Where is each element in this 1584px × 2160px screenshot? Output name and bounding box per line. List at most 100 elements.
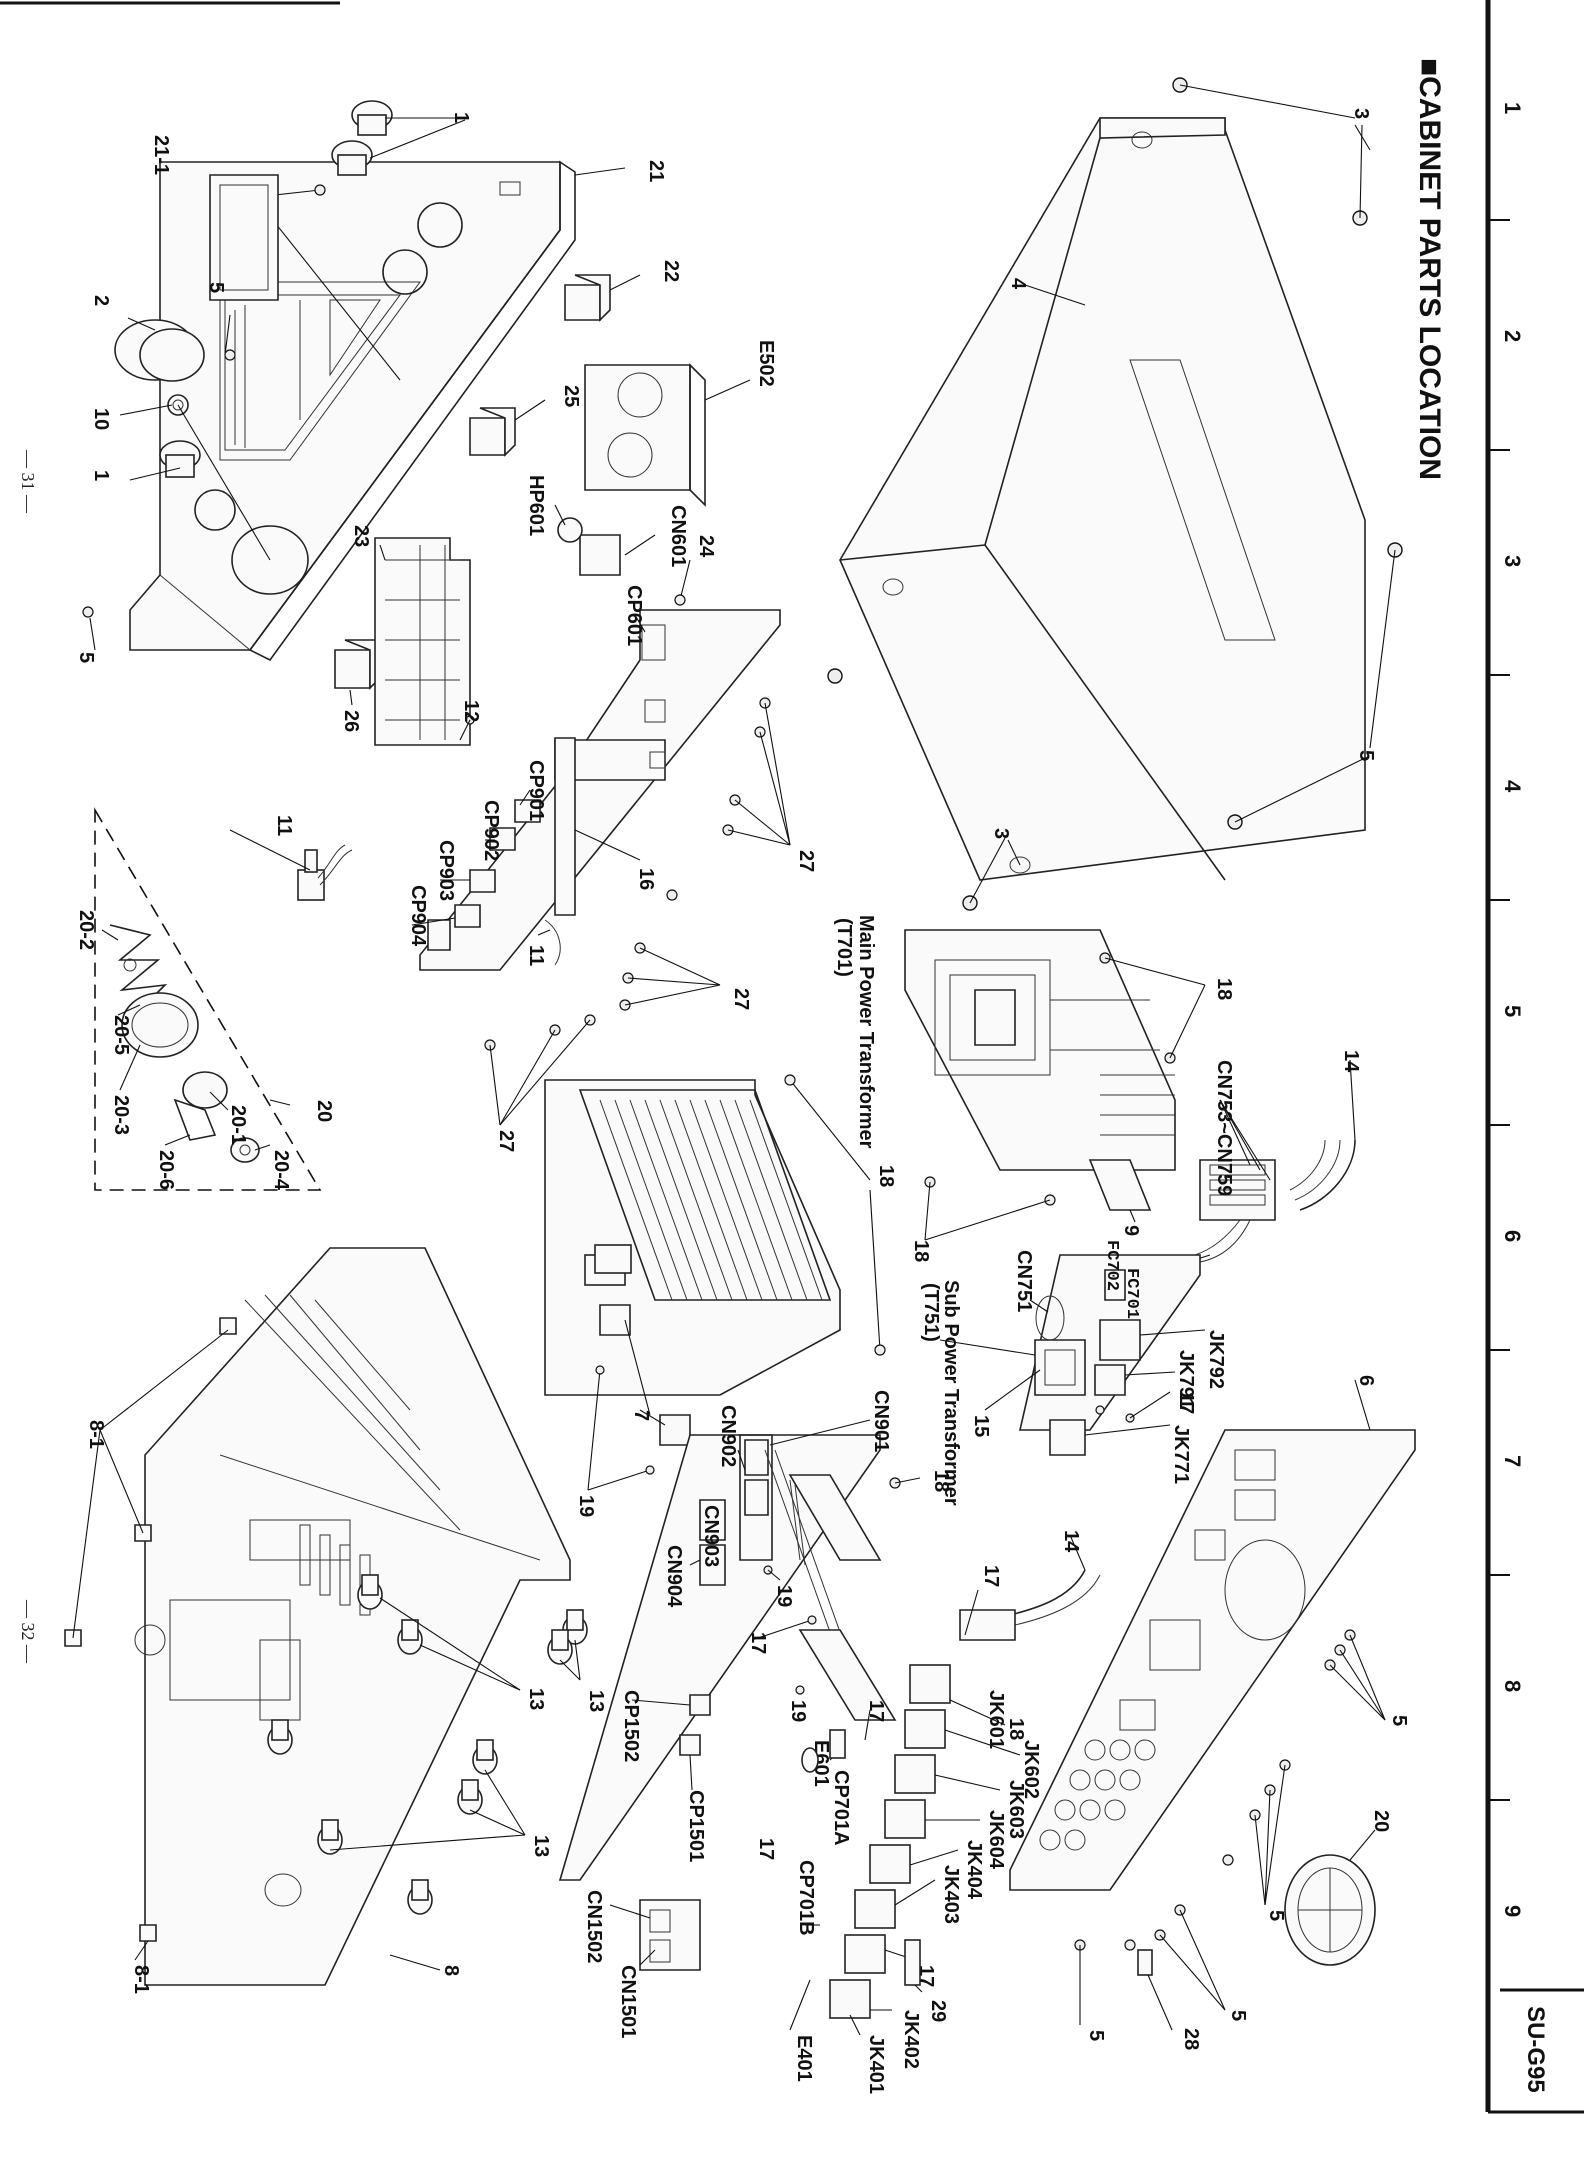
callout-3: 3 <box>990 828 1012 839</box>
callout-JK404: JK404 <box>963 1840 985 1900</box>
main-transformer <box>904 929 1176 1171</box>
part-e601 <box>801 1747 819 1773</box>
callout-E401: E401 <box>793 2035 815 2082</box>
callout-26: 26 <box>340 710 362 732</box>
grid-number-8: 8 <box>1500 1680 1525 1692</box>
callout-18: 18 <box>1005 1718 1027 1740</box>
callout-CP701A: CP701A <box>830 1770 852 1846</box>
callout-CN601: CN601 <box>667 505 689 567</box>
callout-CP901: CP901 <box>525 760 547 821</box>
callout-20-3: 20-3 <box>110 1095 132 1135</box>
callout-CN1501: CN1501 <box>617 1965 639 2038</box>
callout-JK771: JK771 <box>1170 1425 1192 1484</box>
grid-number-5: 5 <box>1500 1005 1525 1017</box>
callout-17: 17 <box>1175 1392 1197 1414</box>
callout-21-1: 21-1 <box>150 135 172 175</box>
callout-18: 18 <box>910 1240 932 1262</box>
bracket-29 <box>904 1939 921 1986</box>
callout-CP903: CP903 <box>435 840 457 901</box>
transformer-screws-18 <box>924 952 1206 1241</box>
callout-11: 11 <box>273 815 295 836</box>
grid-number-3: 3 <box>1500 555 1525 567</box>
ribbon-cable-upper <box>1194 1139 1356 1263</box>
callout-5: 5 <box>1265 1910 1287 1921</box>
sub-transformer-ref: (T751) <box>920 1283 942 1342</box>
callout-7: 7 <box>630 1410 652 1421</box>
input-pcb <box>558 1434 881 1881</box>
callout-20: 20 <box>1370 1810 1392 1832</box>
callout-CN902: CN902 <box>717 1405 739 1467</box>
fan-assembly-outline <box>94 807 322 1191</box>
main-transformer-label: Main Power Transformer <box>855 915 877 1149</box>
model-number: SU-G95 <box>1522 2006 1549 2093</box>
callout-18: 18 <box>875 1165 897 1187</box>
callout-17: 17 <box>980 1565 1002 1587</box>
callout-19: 19 <box>787 1700 809 1722</box>
small-parts-22-25-26 <box>334 274 611 690</box>
callout-17: 17 <box>747 1632 769 1654</box>
callout-2: 2 <box>90 295 112 306</box>
callout-FC701: FC701 <box>1122 1268 1141 1319</box>
callout-CN753-CN759: CN753~CN759 <box>1213 1060 1235 1196</box>
feet-13 <box>267 1574 588 1915</box>
callout-28: 28 <box>1180 2028 1202 2050</box>
callout-JK402: JK402 <box>900 2010 922 2069</box>
callout-JK403: JK403 <box>940 1865 962 1924</box>
callout-19: 19 <box>575 1495 597 1517</box>
callout-22: 22 <box>660 260 682 282</box>
top-cabinet <box>827 77 1403 911</box>
rear-screws-5 <box>1074 1629 1386 2025</box>
switch-bank <box>374 537 471 746</box>
callout-11: 11 <box>525 945 547 966</box>
callout-9: 9 <box>1120 1225 1142 1236</box>
callout-8-1: 8-1 <box>130 1965 152 1994</box>
heatsink-amp <box>544 1079 841 1396</box>
callout-27: 27 <box>495 1130 517 1152</box>
callout-29: 29 <box>927 2000 949 2022</box>
callout-14: 14 <box>1340 1050 1362 1073</box>
spacer-28 <box>1137 1949 1153 1976</box>
callout-21: 21 <box>645 160 667 182</box>
rear-panel <box>1009 1429 1416 1891</box>
callout-1: 1 <box>450 112 472 123</box>
callout-CP1501: CP1501 <box>685 1790 707 1862</box>
callout-13: 13 <box>585 1690 607 1712</box>
callout-24: 24 <box>695 535 717 558</box>
main-transformer-ref: (T701) <box>833 918 855 977</box>
callout-20: 20 <box>313 1100 335 1122</box>
callout-CP904: CP904 <box>407 885 429 947</box>
callout-JK601: JK601 <box>985 1690 1007 1749</box>
page-title: ■CABINET PARTS LOCATION <box>1413 58 1446 480</box>
bracket-9 <box>1088 1159 1152 1211</box>
grid-ticks <box>1488 219 1510 1801</box>
callout-5: 5 <box>205 282 227 293</box>
callout-25: 25 <box>560 385 582 407</box>
callout-20-2: 20-2 <box>75 910 97 950</box>
small-pcb-1500 <box>639 1694 711 1971</box>
callout-27: 27 <box>730 988 752 1010</box>
callout-JK401: JK401 <box>865 2035 887 2094</box>
callout-18: 18 <box>930 1470 952 1492</box>
callout-15: 15 <box>970 1415 992 1437</box>
label-plate <box>209 174 279 301</box>
callout-19: 19 <box>773 1585 795 1607</box>
volume-control <box>229 829 353 901</box>
callout-13: 13 <box>530 1835 552 1857</box>
feet-13-leaders <box>329 1597 581 1851</box>
grid-number-9: 9 <box>1500 1905 1525 1917</box>
top-cabinet-leaders <box>969 84 1396 904</box>
callout-JK791: JK791 <box>1175 1350 1197 1409</box>
callout-CP902: CP902 <box>480 800 502 861</box>
callout-20-1: 20-1 <box>227 1105 249 1145</box>
callout-CP1502: CP1502 <box>620 1690 642 1762</box>
callout-CN903: CN903 <box>700 1505 722 1567</box>
fan-leaders <box>101 929 291 1151</box>
screws-27-leaders <box>489 702 791 1126</box>
fan-assembly <box>109 924 260 1163</box>
callout-4: 4 <box>1007 278 1029 290</box>
callout-CN751: CN751 <box>1013 1250 1035 1312</box>
callout-FC702: FC702 <box>1102 1240 1121 1291</box>
callout-JK603: JK603 <box>1005 1780 1027 1839</box>
lower-brackets <box>788 1474 897 1721</box>
grid-number-2: 2 <box>1500 330 1525 342</box>
